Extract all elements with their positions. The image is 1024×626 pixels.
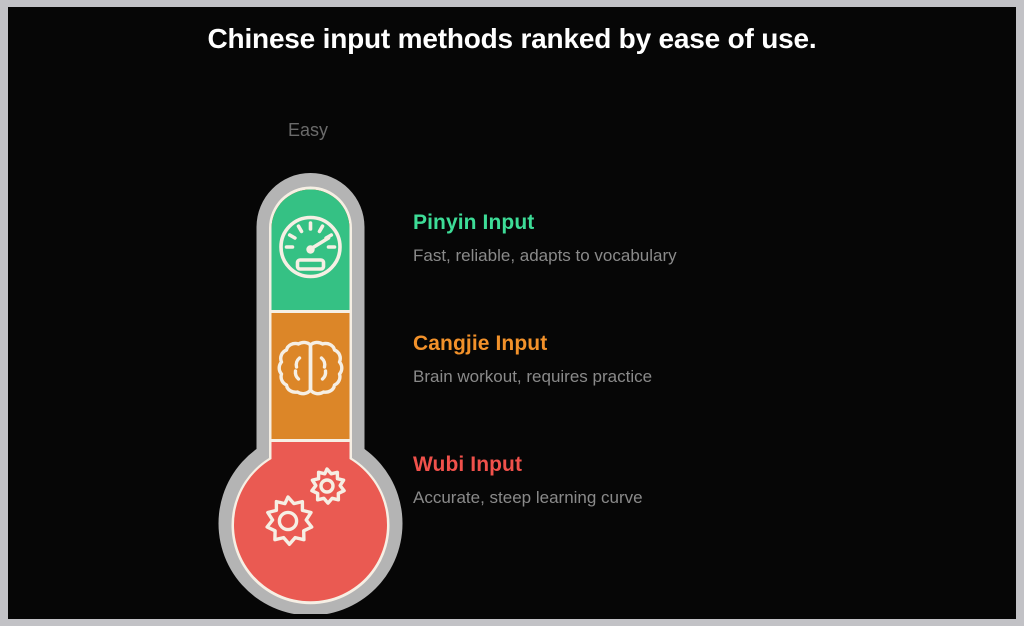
legend-desc-wubi: Accurate, steep learning curve xyxy=(413,488,643,507)
thermometer-easy-label: Easy xyxy=(287,120,329,140)
segment-divider-orange-red xyxy=(233,439,388,442)
gears-icon xyxy=(265,467,346,546)
legend-desc-pinyin: Fast, reliable, adapts to vocabulary xyxy=(413,246,677,265)
thermometer-graphic xyxy=(203,162,418,614)
legend-item-cangjie[interactable]: Cangjie Input Brain workout, requires pr… xyxy=(413,333,973,385)
speedometer-icon xyxy=(279,215,342,279)
legend-title-pinyin: Pinyin Input xyxy=(413,211,535,234)
infographic-canvas: Chinese input methods ranked by ease of … xyxy=(8,7,1016,619)
legend-item-pinyin[interactable]: Pinyin Input Fast, reliable, adapts to v… xyxy=(413,212,973,264)
gear-large xyxy=(265,495,314,546)
brain-icon xyxy=(277,340,344,396)
page-title: Chinese input methods ranked by ease of … xyxy=(207,23,817,54)
legend-title-wubi: Wubi Input xyxy=(413,453,523,476)
gear-small xyxy=(310,467,346,505)
legend-item-wubi[interactable]: Wubi Input Accurate, steep learning curv… xyxy=(413,454,973,506)
legend-title-cangjie: Cangjie Input xyxy=(413,332,548,355)
legend-desc-cangjie: Brain workout, requires practice xyxy=(413,367,653,386)
segment-divider-green-orange xyxy=(233,310,388,313)
